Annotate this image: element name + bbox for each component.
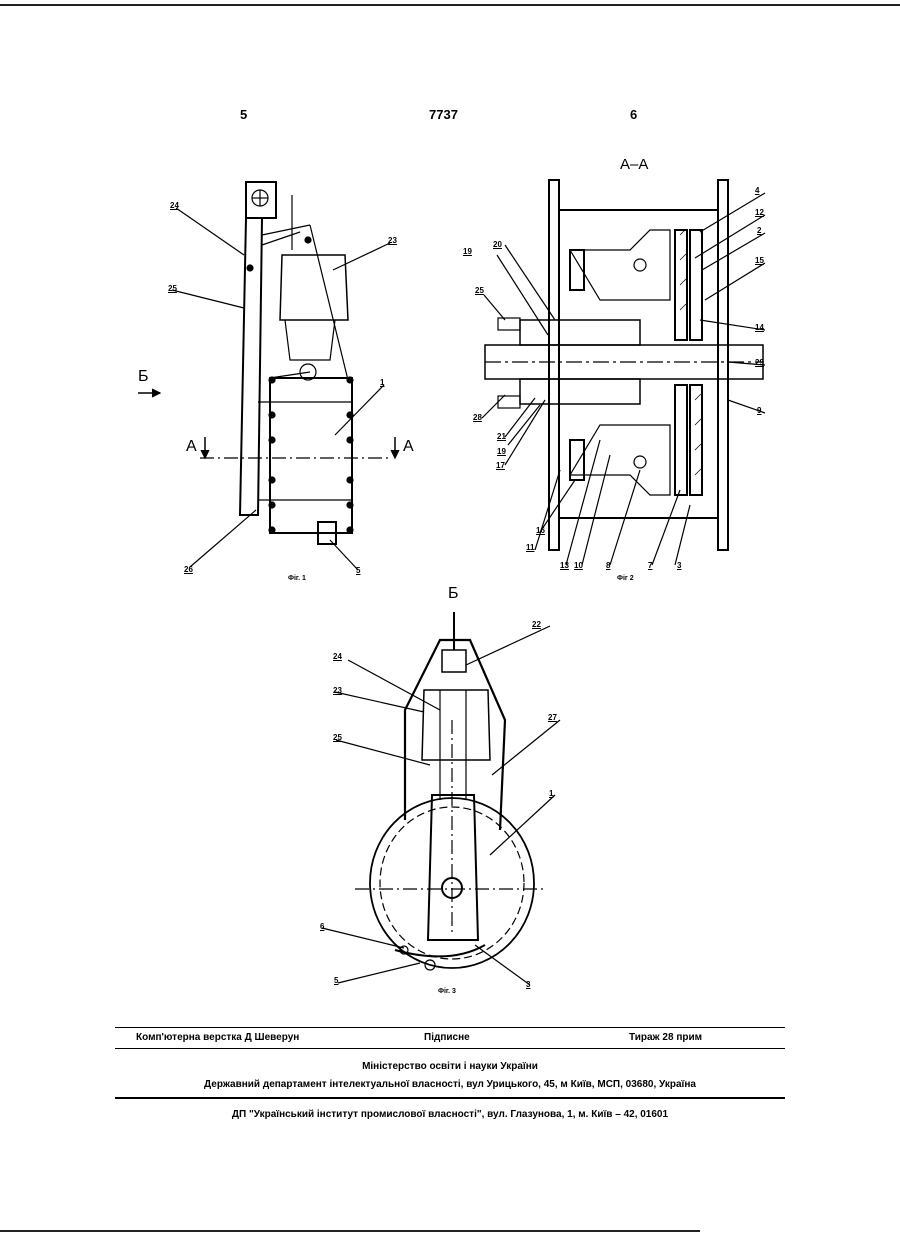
fig2-label-19-upper: 19: [463, 247, 472, 256]
fig3-label-22: 22: [532, 620, 541, 629]
fig2-label-8: 8: [606, 561, 610, 570]
fig2-label-20: 20: [493, 240, 502, 249]
fig2-label-17: 17: [496, 461, 505, 470]
fig2-label-2: 2: [757, 226, 761, 235]
figure-3-drawing: [322, 612, 560, 985]
fig3-label-25: 25: [333, 733, 342, 742]
fig3-label-27: 27: [548, 713, 557, 722]
footer-rule-top: [115, 1027, 785, 1028]
figure-2-drawing: [482, 180, 765, 565]
footer-rule-mid: [115, 1048, 785, 1049]
fig2-label-28: 28: [473, 413, 482, 422]
fig1-view-mark: Б: [138, 368, 149, 386]
fig2-label-10: 10: [574, 561, 583, 570]
fig1-caption: Фіг. 1: [288, 575, 306, 582]
bottom-rule: [0, 1230, 700, 1232]
fig3-label-5: 5: [334, 976, 338, 985]
fig2-caption: Фіг 2: [617, 575, 634, 582]
fig3-label-3: 3: [526, 980, 530, 989]
fig1-label-26: 26: [184, 565, 193, 574]
fig1-section-mark-left: А: [186, 438, 197, 456]
footer-institute: ДП "Український інститут промислової вла…: [0, 1109, 900, 1120]
fig2-label-25: 25: [475, 286, 484, 295]
patent-drawings: [0, 0, 900, 1010]
fig1-section-mark-right: А: [403, 438, 414, 456]
fig1-label-23: 23: [388, 236, 397, 245]
fig1-label-25: 25: [168, 284, 177, 293]
fig2-label-16: 16: [536, 526, 545, 535]
footer-rule-thick: [115, 1097, 785, 1099]
fig3-label-24: 24: [333, 652, 342, 661]
fig2-label-4: 4: [755, 186, 759, 195]
fig3-view-title: Б: [448, 585, 459, 603]
fig2-label-9: 9: [757, 406, 761, 415]
footer-circulation: Тираж 28 прим: [629, 1032, 702, 1043]
footer-composer: Комп'ютерна верстка Д Шеверун: [136, 1032, 299, 1043]
fig2-label-15: 15: [755, 256, 764, 265]
fig2-label-21: 21: [497, 432, 506, 441]
footer-department: Державний департамент інтелектуальної вл…: [0, 1079, 900, 1090]
fig2-section-title: А–А: [620, 156, 648, 173]
fig1-label-24: 24: [170, 201, 179, 210]
fig2-label-3: 3: [677, 561, 681, 570]
fig1-label-5: 5: [356, 566, 360, 575]
fig2-label-12: 12: [755, 208, 764, 217]
fig2-label-11: 11: [526, 543, 534, 552]
fig3-caption: Фіг. 3: [438, 988, 456, 995]
figure-1-drawing: [138, 182, 399, 570]
footer-ministry: Міністерство освіти і науки України: [0, 1061, 900, 1072]
fig2-label-19-lower: 19: [497, 447, 506, 456]
fig2-label-13: 13: [560, 561, 569, 570]
fig2-label-29: 29: [755, 358, 764, 367]
fig2-label-7: 7: [648, 561, 652, 570]
fig3-label-6: 6: [320, 922, 324, 931]
fig2-label-14: 14: [755, 323, 764, 332]
fig1-label-1: 1: [380, 378, 384, 387]
fig3-label-1: 1: [549, 789, 553, 798]
footer-signed: Підписне: [424, 1032, 470, 1043]
fig3-label-23: 23: [333, 686, 342, 695]
